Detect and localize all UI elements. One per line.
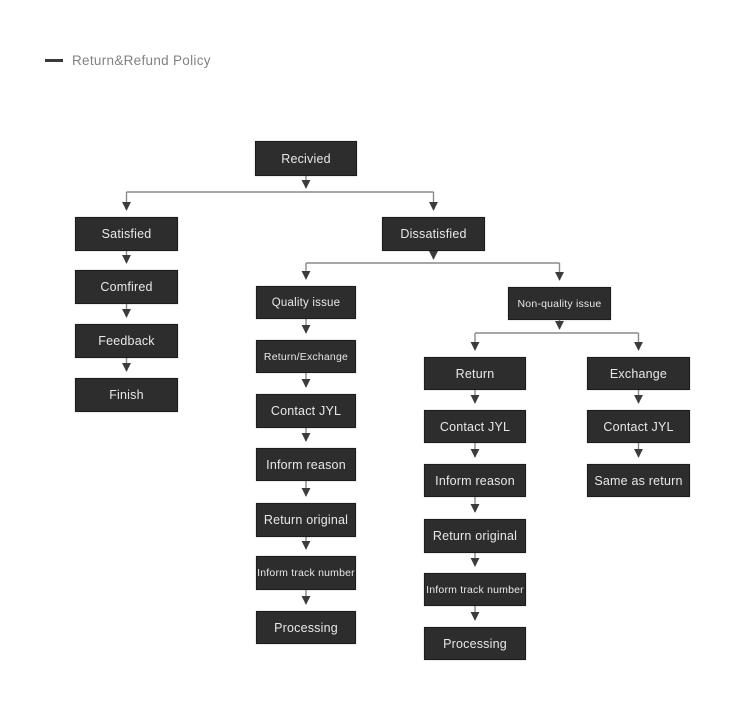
node-non-quality-issue: Non-quality issue xyxy=(508,287,611,320)
node-return-inform-reason-label: Inform reason xyxy=(435,473,515,488)
node-quality-issue-label: Quality issue xyxy=(271,296,341,309)
node-received-label: Recivied xyxy=(281,151,331,166)
node-return-track-number: Inform track number xyxy=(424,573,526,606)
node-return-contact-jyl: Contact JYL xyxy=(424,410,526,443)
node-quality-inform-reason-label: Inform reason xyxy=(266,457,346,472)
node-return-exchange: Return/Exchange xyxy=(256,340,356,373)
node-quality-contact-jyl: Contact JYL xyxy=(256,394,356,428)
node-return-track-number-label: Inform track number xyxy=(426,583,524,596)
node-quality-track-number: Inform track number xyxy=(256,556,356,590)
node-return-return-original-label: Return original xyxy=(432,529,518,543)
node-same-as-return: Same as return xyxy=(587,464,690,497)
node-feedback: Feedback xyxy=(75,324,178,358)
node-exchange-contact-jyl-label: Contact JYL xyxy=(603,419,674,434)
node-comfired: Comfired xyxy=(75,270,178,304)
node-quality-inform-reason: Inform reason xyxy=(256,448,356,481)
node-return-exchange-label: Return/Exchange xyxy=(263,350,349,363)
node-feedback-label: Feedback xyxy=(98,334,155,348)
node-quality-track-number-label: Inform track number xyxy=(257,567,355,579)
node-received: Recivied xyxy=(255,141,357,176)
page-title: Return&Refund Policy xyxy=(72,53,211,68)
node-finish-label: Finish xyxy=(109,388,144,402)
node-dissatisfied-label: Dissatisfied xyxy=(400,227,467,241)
node-return: Return xyxy=(424,357,526,390)
node-return-processing-label: Processing xyxy=(443,636,507,651)
title-dash-icon xyxy=(45,59,63,62)
node-quality-processing: Processing xyxy=(256,611,356,644)
node-quality-processing-label: Processing xyxy=(274,620,338,635)
node-dissatisfied: Dissatisfied xyxy=(382,217,485,251)
node-same-as-return-label: Same as return xyxy=(594,473,683,488)
node-return-inform-reason: Inform reason xyxy=(424,464,526,497)
node-return-label: Return xyxy=(455,366,495,381)
node-exchange-contact-jyl: Contact JYL xyxy=(587,410,690,443)
node-comfired-label: Comfired xyxy=(100,280,153,294)
node-quality-return-original: Return original xyxy=(256,503,356,537)
page-title-row: Return&Refund Policy xyxy=(45,53,211,68)
node-quality-return-original-label: Return original xyxy=(263,513,349,527)
node-satisfied-label: Satisfied xyxy=(101,227,152,241)
node-exchange-label: Exchange xyxy=(609,366,668,381)
node-quality-issue: Quality issue xyxy=(256,286,356,319)
node-quality-contact-jyl-label: Contact JYL xyxy=(270,404,342,418)
node-satisfied: Satisfied xyxy=(75,217,178,251)
node-finish: Finish xyxy=(75,378,178,412)
node-return-processing: Processing xyxy=(424,627,526,660)
node-return-return-original: Return original xyxy=(424,519,526,553)
node-return-contact-jyl-label: Contact JYL xyxy=(439,419,511,434)
node-non-quality-issue-label: Non-quality issue xyxy=(517,297,602,310)
node-exchange: Exchange xyxy=(587,357,690,390)
